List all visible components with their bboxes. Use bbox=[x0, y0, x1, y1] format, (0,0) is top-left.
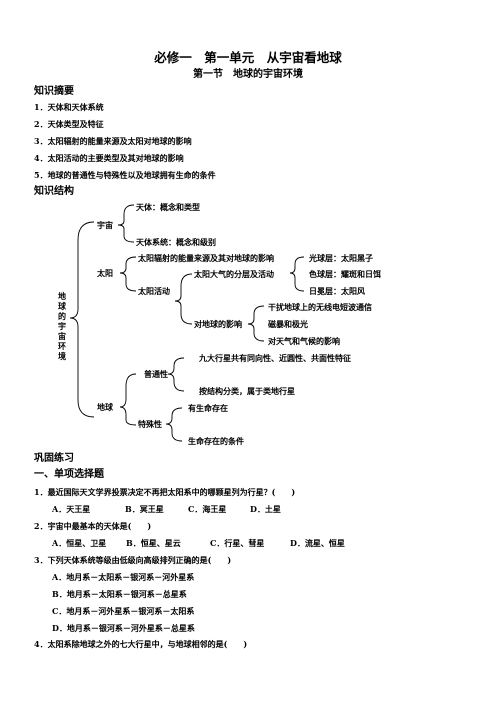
node-qihou: 对天气和气候的影响 bbox=[268, 336, 340, 346]
node-diqiu: 地球 bbox=[97, 402, 113, 412]
heading-part-one: 一、单项选择题 bbox=[34, 469, 104, 480]
option: C．行星、彗星 bbox=[210, 538, 265, 548]
node-yuzhou: 宇宙 bbox=[97, 220, 113, 230]
question-text: 2．宇宙中最基本的天体是( ) bbox=[34, 521, 152, 531]
node-teshu: 特殊性 bbox=[138, 419, 162, 429]
node-secai: 色球层：耀斑和日饵 bbox=[309, 269, 381, 279]
question-text: 3．下列天体系统等级由低级向高级排列正确的是( ) bbox=[34, 555, 232, 565]
option: C．地月系－河外星系－银河系－太阳系 bbox=[52, 606, 195, 616]
node-tiantixitong: 天体系统：概念和级别 bbox=[136, 237, 216, 247]
option: A．恒星、卫星 bbox=[52, 538, 107, 548]
heading-summary: 知识摘要 bbox=[34, 86, 74, 97]
node-tiaojian: 生命存在的条件 bbox=[188, 436, 244, 446]
option: B．恒星、星云 bbox=[126, 538, 181, 548]
option: C．海王星 bbox=[188, 504, 227, 514]
heading-practice: 巩固练习 bbox=[34, 453, 74, 464]
question-text: 4．太阳系除地球之外的七大行星中，与地球相邻的是( ) bbox=[34, 639, 248, 649]
heading-structure: 知识结构 bbox=[34, 186, 74, 197]
section-subtitle: 第一节 地球的宇宙环境 bbox=[193, 69, 303, 80]
option: D．地月系－银河系－河外星系－总星系 bbox=[52, 623, 195, 633]
summary-item: 1．天体和天体系统 bbox=[34, 102, 104, 112]
node-cibao: 磁暴和极光 bbox=[268, 319, 308, 329]
summary-item: 5．地球的普通性与特殊性以及地球拥有生命的条件 bbox=[34, 170, 216, 180]
structure-root-label: 地球的宇宙环境 bbox=[58, 291, 66, 361]
option: A．地月系－太阳系－银河系－河外星系 bbox=[52, 572, 195, 582]
node-shengming: 有生命存在 bbox=[188, 403, 228, 413]
node-fenceng: 太阳大气的分层及活动 bbox=[194, 269, 274, 279]
node-taiyang: 太阳 bbox=[97, 268, 113, 278]
node-guangqiu: 光球层：太阳黑子 bbox=[309, 253, 373, 263]
node-fushe: 太阳辐射的能量来源及其对地球的影响 bbox=[138, 253, 274, 263]
node-putong: 普通性 bbox=[144, 369, 168, 379]
node-tianti: 天体：概念和类型 bbox=[136, 202, 200, 212]
node-yingxiang: 对地球的影响 bbox=[194, 319, 242, 329]
page-title: 必修一 第一单元 从宇宙看地球 bbox=[154, 50, 342, 65]
node-huodong: 太阳活动 bbox=[138, 286, 170, 296]
node-jiuda: 九大行星共有同向性、近圆性、共面性特征 bbox=[199, 353, 351, 363]
option: D．流星、恒星 bbox=[290, 538, 345, 548]
option: D．土星 bbox=[250, 504, 281, 514]
node-ganrao: 干扰地球上的无线电短波通信 bbox=[268, 302, 372, 312]
summary-item: 3．太阳辐射的能量来源及太阳对地球的影响 bbox=[34, 136, 192, 146]
option: B．地月系－太阳系－银河系－总星系 bbox=[52, 589, 187, 599]
node-jiegou: 按结构分类，属于类地行星 bbox=[199, 386, 295, 396]
option: A．天王星 bbox=[52, 504, 91, 514]
node-rimian: 日冕层：太阳风 bbox=[309, 286, 365, 296]
question-text: 1．最近国际天文学界投票决定不再把太阳系中的哪颗星列为行星？( ) bbox=[34, 487, 296, 497]
summary-item: 4．太阳活动的主要类型及其对地球的影响 bbox=[34, 153, 184, 163]
option: B．冥王星 bbox=[125, 504, 164, 514]
summary-item: 2．天体类型及特征 bbox=[34, 119, 104, 129]
